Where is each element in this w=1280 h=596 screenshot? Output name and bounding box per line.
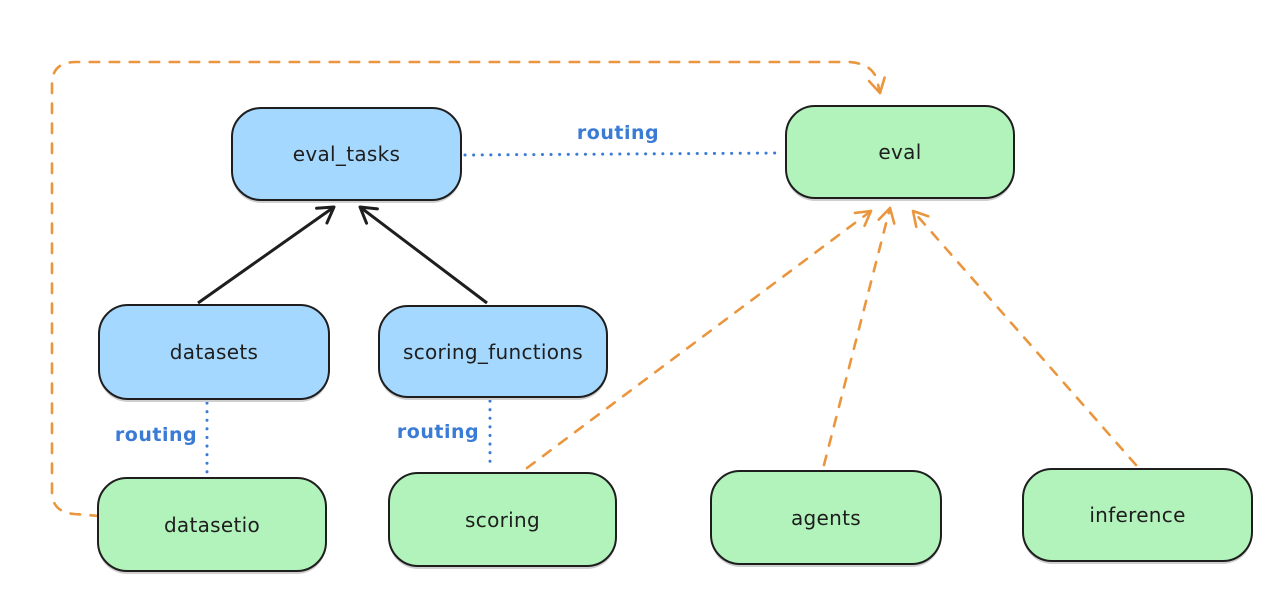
- routing-label-scoring-functions-scoring: routing: [396, 421, 480, 443]
- node-scoring-label: scoring: [465, 507, 540, 532]
- node-datasets: datasets: [98, 304, 330, 400]
- node-eval-tasks-label: eval_tasks: [292, 142, 401, 166]
- routing-label-datasets-datasetio: routing: [114, 424, 198, 446]
- node-agents: agents: [710, 470, 942, 565]
- node-eval-tasks: eval_tasks: [231, 107, 462, 201]
- node-datasets-label: datasets: [169, 340, 259, 364]
- routing-label-eval-tasks-eval: routing: [576, 122, 660, 144]
- node-eval-label: eval: [878, 140, 922, 164]
- node-datasetio: datasetio: [97, 477, 327, 572]
- edge-agents-to-eval: [822, 206, 896, 467]
- node-inference-label: inference: [1089, 503, 1186, 527]
- node-scoring: scoring: [388, 472, 617, 567]
- node-datasetio-label: datasetio: [163, 512, 261, 537]
- node-scoring-functions-label: scoring_functions: [402, 339, 584, 364]
- node-inference: inference: [1022, 468, 1253, 562]
- node-scoring-functions: scoring_functions: [378, 305, 608, 398]
- edge-eval-tasks-to-eval-routing: [463, 151, 785, 157]
- edge-datasets-to-eval-tasks: [197, 205, 336, 305]
- edge-scoring-functions-to-eval-tasks: [358, 205, 488, 305]
- edge-datasetio-to-eval: [50, 60, 886, 518]
- node-agents-label: agents: [791, 505, 861, 530]
- node-eval: eval: [785, 105, 1015, 199]
- edge-inference-to-eval: [911, 209, 1138, 467]
